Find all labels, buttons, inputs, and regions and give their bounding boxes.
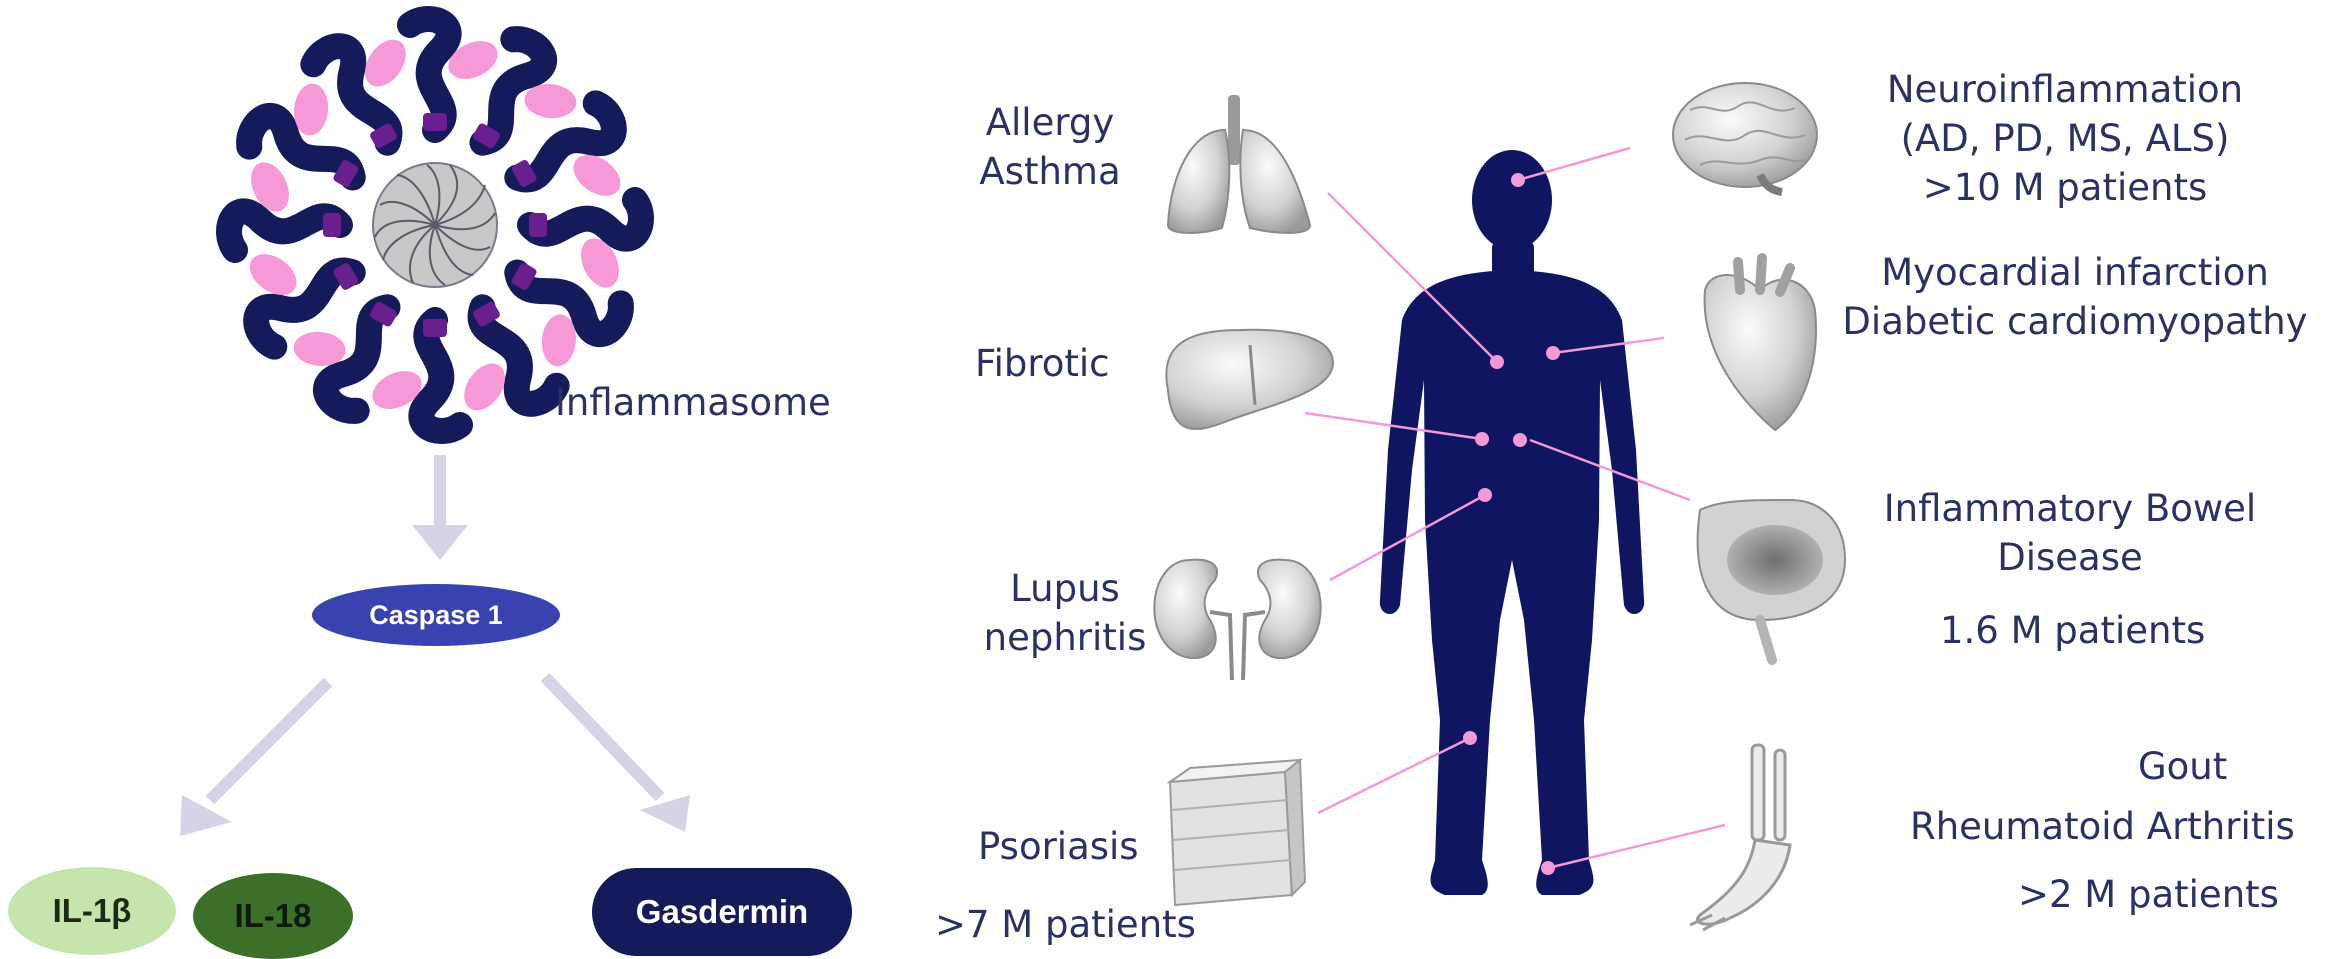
cardiac-label: Myocardial infarction Diabetic cardiomyo… xyxy=(1835,248,2315,346)
human-body-silhouette xyxy=(1380,150,1644,895)
skin-layers-icon xyxy=(1170,760,1305,905)
gasdermin-label: Gasdermin xyxy=(636,893,808,931)
rheumatoid-arthritis-label: Rheumatoid Arthritis xyxy=(1910,802,2295,851)
psoriasis-label: Psoriasis xyxy=(978,822,1139,871)
il-1b-badge: IL-1β xyxy=(8,867,176,955)
inflammasome-label: Inflammasome xyxy=(555,378,831,427)
lupus-text: Lupus xyxy=(955,564,1175,613)
joint-patients-label: >2 M patients xyxy=(2018,870,2279,919)
gout-label: Gout xyxy=(2138,742,2227,791)
foot-skeleton-icon xyxy=(1690,745,1790,930)
allergy-text: Allergy xyxy=(960,98,1140,147)
neuroinflammation-text: Neuroinflammation xyxy=(1855,65,2275,114)
nephritis-text: nephritis xyxy=(955,613,1175,662)
allergy-asthma-label: Allergy Asthma xyxy=(960,98,1140,196)
lupus-nephritis-label: Lupus nephritis xyxy=(955,564,1175,662)
psoriasis-patients-label: >7 M patients xyxy=(935,900,1196,949)
myocardial-infarction-text: Myocardial infarction xyxy=(1835,248,2315,297)
neuro-patients-text: >10 M patients xyxy=(1855,163,2275,212)
il-18-label: IL-18 xyxy=(234,897,311,935)
ibd-line1-text: Inflammatory Bowel xyxy=(1855,484,2285,533)
arrow-to-gasdermin xyxy=(545,677,660,797)
caspase-1-label: Caspase 1 xyxy=(369,600,503,631)
arrow-to-il xyxy=(210,682,328,800)
brain-icon xyxy=(1673,83,1817,192)
gasdermin-badge: Gasdermin xyxy=(592,868,852,956)
il-1b-label: IL-1β xyxy=(53,892,132,930)
caspase-1-badge: Caspase 1 xyxy=(312,584,560,646)
lungs-icon xyxy=(1168,95,1310,233)
diabetic-cardiomyopathy-text: Diabetic cardiomyopathy xyxy=(1835,297,2315,346)
inflammasome-icon xyxy=(222,12,648,438)
ibd-line2-text: Disease xyxy=(1855,533,2285,582)
intestine-icon xyxy=(1698,500,1845,660)
il-18-badge: IL-18 xyxy=(193,873,353,959)
ibd-patients-label: 1.6 M patients xyxy=(1940,606,2205,655)
ibd-label: Inflammatory Bowel Disease xyxy=(1855,484,2285,582)
fibrotic-label: Fibrotic xyxy=(975,339,1110,388)
neuro-diseases-text: (AD, PD, MS, ALS) xyxy=(1855,114,2275,163)
kidneys-icon xyxy=(1154,560,1320,680)
asthma-text: Asthma xyxy=(960,147,1140,196)
heart-icon xyxy=(1705,258,1816,430)
neuroinflammation-label: Neuroinflammation (AD, PD, MS, ALS) >10 … xyxy=(1855,65,2275,212)
